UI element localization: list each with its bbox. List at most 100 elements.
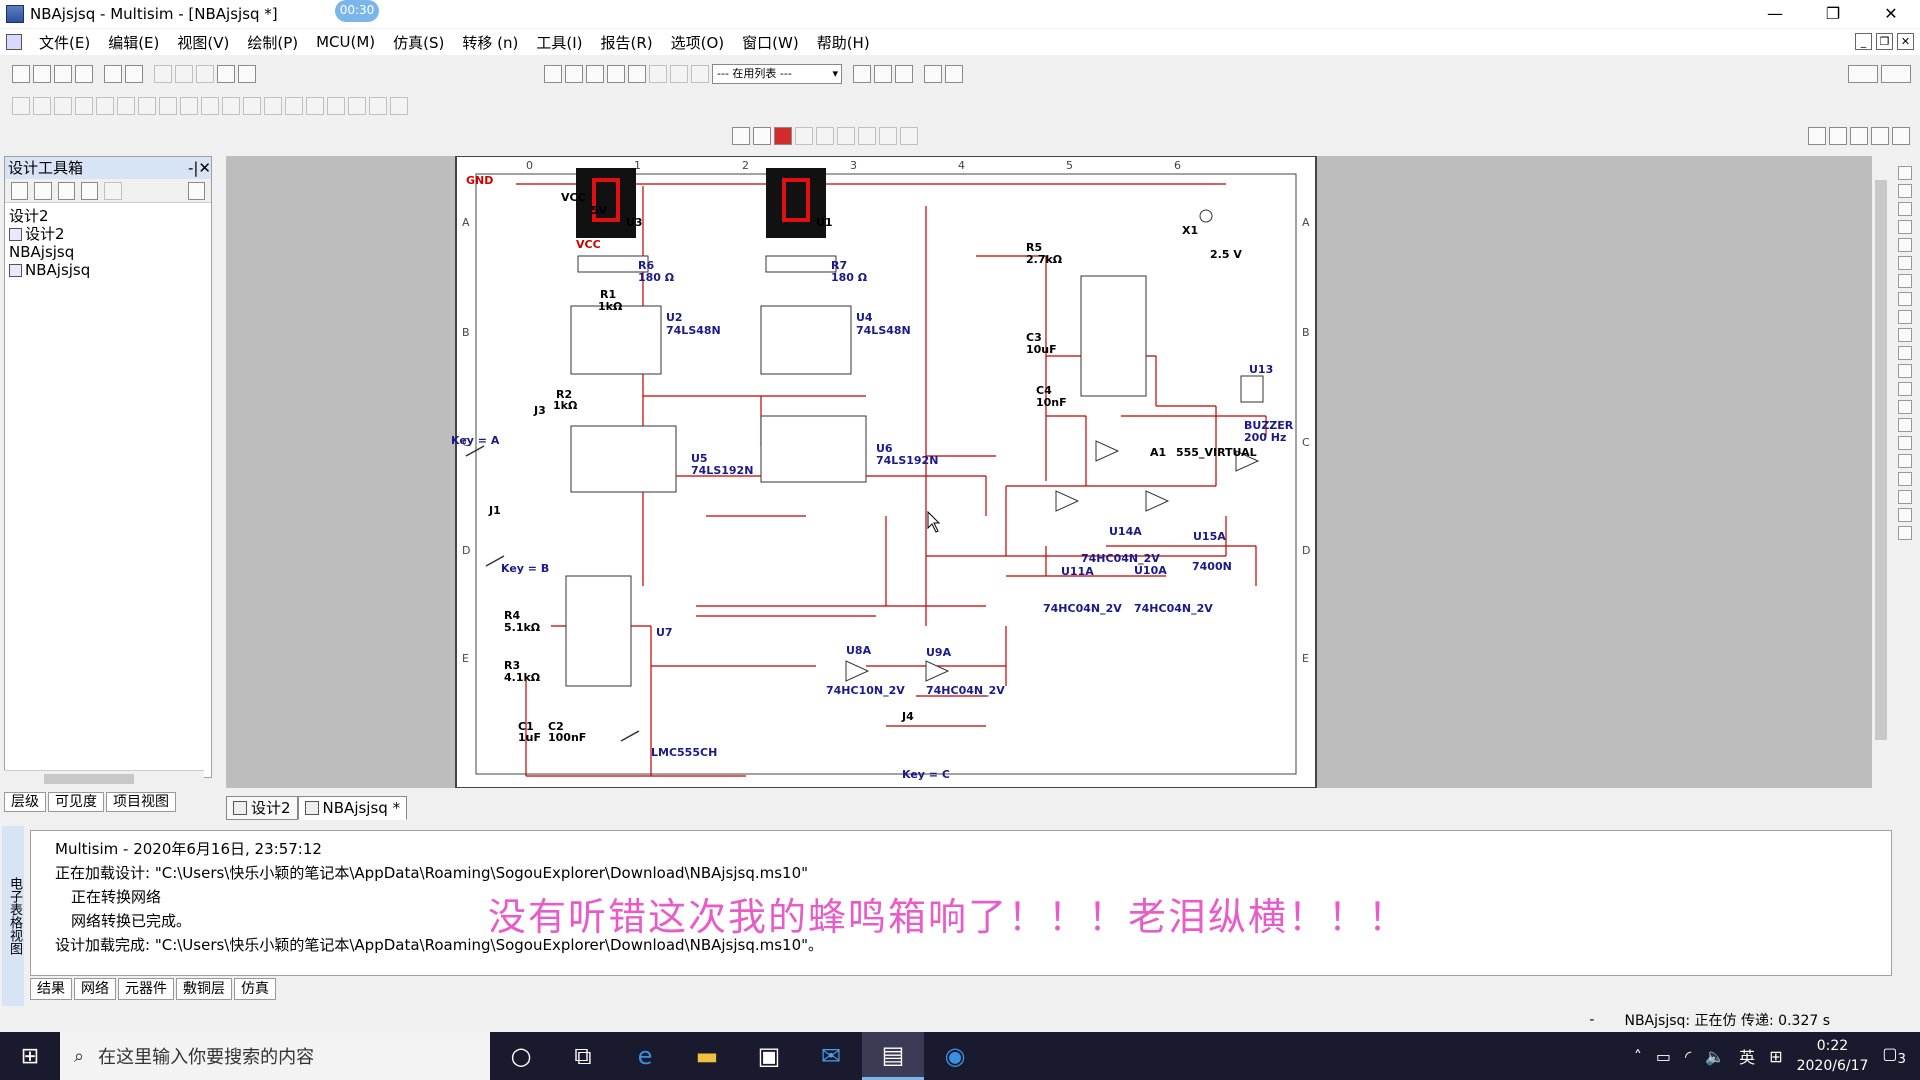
bode-plotter-icon[interactable] [1898, 256, 1912, 270]
find-examples-icon[interactable] [924, 65, 942, 83]
current-probe-icon[interactable] [1898, 526, 1912, 540]
frequency-counter-icon[interactable] [1898, 274, 1912, 288]
document-icon[interactable] [6, 34, 22, 50]
zoom-fit-icon[interactable] [1871, 127, 1889, 145]
taskbar-search[interactable]: ⌕ 在这里输入你要搜索的内容 [60, 1032, 490, 1080]
labview-icon[interactable] [1898, 508, 1912, 522]
tree-node[interactable]: NBAjsjsq [9, 261, 207, 279]
function-generator-icon[interactable] [1898, 184, 1912, 198]
menu-file[interactable]: 文件(E) [39, 33, 91, 52]
zoom-area-icon[interactable] [1850, 127, 1868, 145]
help-icon[interactable] [945, 65, 963, 83]
mdi-close-button[interactable]: ✕ [1897, 33, 1914, 50]
misc-icon[interactable] [243, 97, 261, 115]
menu-help[interactable]: 帮助(H) [816, 33, 870, 52]
maximize-button[interactable]: ❐ [1825, 4, 1841, 23]
tab-hierarchy[interactable]: 层级 [4, 792, 46, 812]
print-icon[interactable] [104, 65, 122, 83]
toolbox-close-doc-icon[interactable] [80, 182, 99, 200]
clock[interactable]: 0:22 2020/6/17 [1796, 1038, 1869, 1074]
cut-icon[interactable] [154, 65, 172, 83]
cortana-icon[interactable]: ○ [510, 1042, 532, 1070]
analog-icon[interactable] [96, 97, 114, 115]
multisim-taskbar-icon[interactable]: ▤ [862, 1032, 924, 1080]
mail-icon[interactable]: ✉ [820, 1042, 842, 1070]
mcu-icon[interactable] [306, 97, 324, 115]
edge-icon[interactable]: e [637, 1042, 653, 1070]
toolbox-hscrollbar[interactable] [4, 770, 204, 786]
new-icon[interactable] [12, 65, 30, 83]
start-windows-icon[interactable]: ⊞ [20, 1043, 40, 1069]
electromech-icon[interactable] [285, 97, 303, 115]
menu-reports[interactable]: 报告(R) [600, 33, 653, 52]
stop-icon[interactable] [774, 127, 792, 145]
menu-edit[interactable]: 编辑(E) [108, 33, 160, 52]
tab-results[interactable]: 结果 [30, 978, 72, 1000]
spectrum-analyzer-icon[interactable] [1898, 382, 1912, 396]
paste-icon[interactable] [196, 65, 214, 83]
in-use-list-dropdown[interactable]: --- 在用列表 --- [712, 64, 842, 84]
pause-sim-icon[interactable] [1881, 65, 1911, 83]
mdi-minimize-button[interactable]: _ [1855, 33, 1872, 50]
minimize-button[interactable]: — [1767, 4, 1783, 23]
tektronix-scope-icon[interactable] [1898, 472, 1912, 486]
file-explorer-icon[interactable]: ▬ [695, 1042, 719, 1070]
store-icon[interactable]: ▣ [757, 1042, 781, 1070]
open-sample-icon[interactable] [54, 65, 72, 83]
step-into-icon[interactable] [837, 127, 855, 145]
basic-icon[interactable] [33, 97, 51, 115]
agilent-scope-icon[interactable] [1898, 454, 1912, 468]
save-icon[interactable] [75, 65, 93, 83]
tab-copper-layers[interactable]: 敷铜层 [176, 978, 232, 1000]
close-button[interactable]: ✕ [1884, 4, 1898, 23]
toolbox-save-icon[interactable] [57, 182, 75, 200]
power-icon[interactable] [222, 97, 240, 115]
pause-icon[interactable] [753, 127, 771, 145]
step-out-icon[interactable] [858, 127, 876, 145]
back-annotate-icon[interactable] [670, 65, 688, 83]
cmos-icon[interactable] [138, 97, 156, 115]
diode-icon[interactable] [54, 97, 72, 115]
oscilloscope-icon[interactable] [1898, 220, 1912, 234]
tree-node[interactable]: NBAjsjsq [9, 243, 75, 261]
ttl-icon[interactable] [117, 97, 135, 115]
four-channel-scope-icon[interactable] [1898, 238, 1912, 252]
bus-vector-icon[interactable] [874, 65, 892, 83]
zoom-out-icon[interactable] [1829, 127, 1847, 145]
menu-simulate[interactable]: 仿真(S) [393, 33, 445, 52]
database-icon[interactable] [586, 65, 604, 83]
measurement-probe-icon[interactable] [1898, 490, 1912, 504]
menu-mcu[interactable]: MCU(M) [316, 33, 376, 51]
menu-view[interactable]: 视图(V) [177, 33, 230, 52]
logic-analyzer-icon[interactable] [1898, 310, 1912, 324]
probe-icon[interactable] [853, 65, 871, 83]
zoom-in-icon[interactable] [1808, 127, 1826, 145]
multimeter-icon[interactable] [1898, 166, 1912, 180]
indicator-icon[interactable] [201, 97, 219, 115]
menu-transfer[interactable]: 转移 (n) [462, 33, 519, 52]
tree-node[interactable]: 设计2 [9, 207, 49, 225]
copy-icon[interactable] [175, 65, 193, 83]
toolbox-close-icon[interactable]: -|✕ [187, 159, 211, 177]
task-view-icon[interactable]: ⧉ [574, 1042, 592, 1070]
doc-tab-nbajsjsq[interactable]: NBAjsjsq * [297, 796, 408, 820]
tab-simulation[interactable]: 仿真 [234, 978, 276, 1000]
toggle-toolbox-icon[interactable] [544, 65, 562, 83]
tab-nets[interactable]: 网络 [74, 978, 116, 1000]
agilent-multimeter-icon[interactable] [1898, 436, 1912, 450]
tray-expand-icon[interactable]: ˄ [1633, 1046, 1642, 1066]
print-preview-icon[interactable] [125, 65, 143, 83]
ime-indicator[interactable]: 英 [1739, 1048, 1756, 1067]
open-icon[interactable] [33, 65, 51, 83]
erc-icon[interactable] [649, 65, 667, 83]
undo-icon[interactable] [217, 65, 235, 83]
breakpoint-icon[interactable] [900, 127, 918, 145]
full-screen-icon[interactable] [1892, 127, 1910, 145]
mixed-icon[interactable] [180, 97, 198, 115]
rf-icon[interactable] [264, 97, 282, 115]
hierarchical-block-icon[interactable] [327, 97, 345, 115]
tree-node[interactable]: 设计2 [9, 225, 207, 243]
transistor-icon[interactable] [75, 97, 93, 115]
